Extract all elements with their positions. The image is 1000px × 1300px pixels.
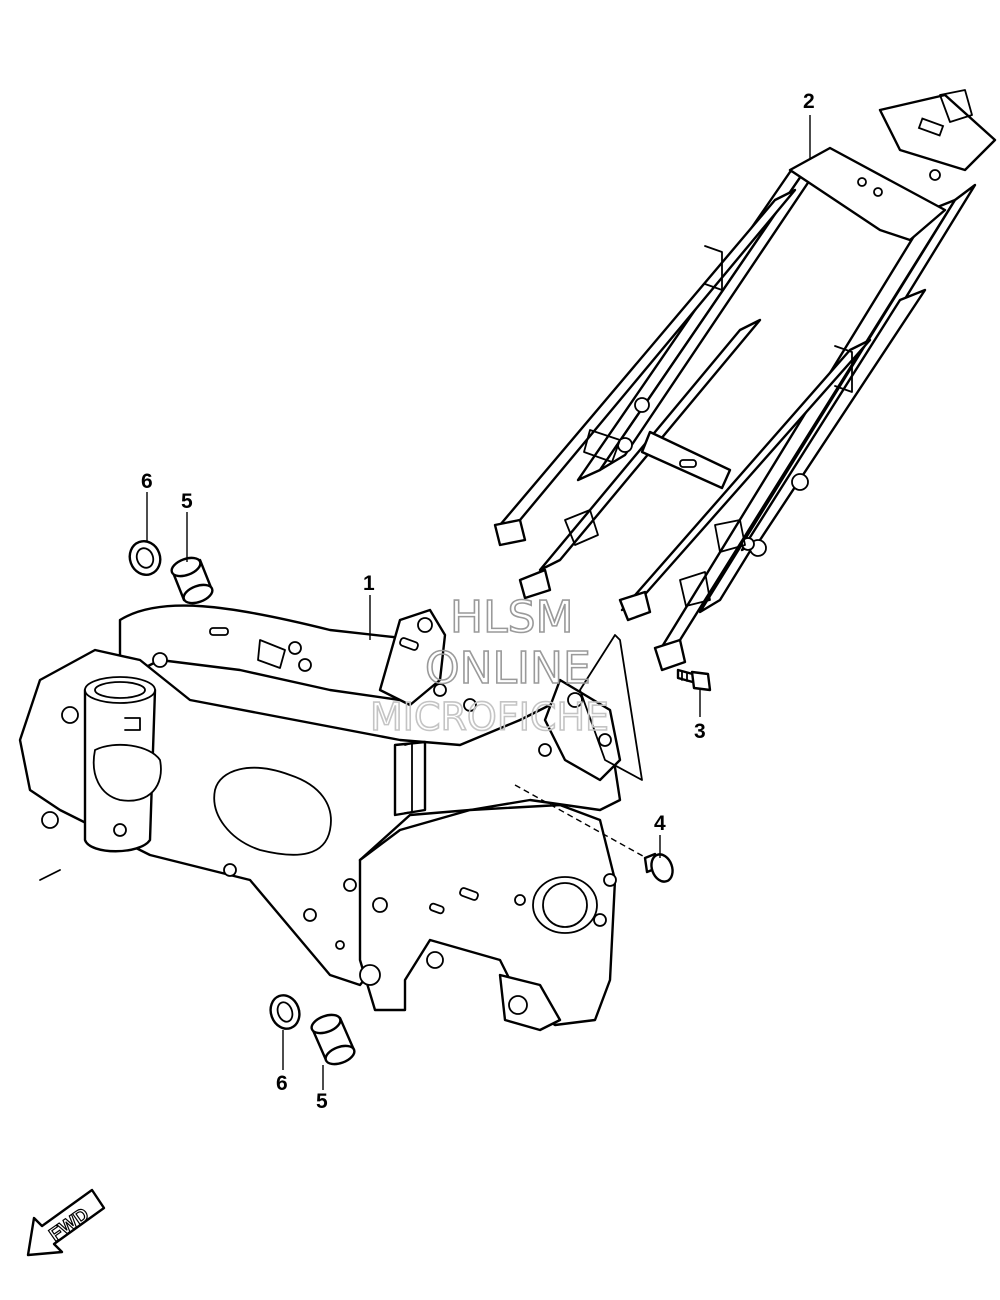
callout-3: 3	[694, 720, 706, 743]
callout-5-lower: 5	[316, 1090, 328, 1113]
bushing-lower[interactable]	[266, 991, 304, 1033]
assembly-reference-line	[579, 634, 643, 781]
watermark: HLSM ONLINE MICROFICHE	[369, 591, 610, 740]
spacer-upper[interactable]	[169, 554, 215, 606]
seat-rail-subframe[interactable]	[493, 89, 997, 672]
spacer-lower[interactable]	[309, 1011, 357, 1067]
callout-2: 2	[803, 90, 815, 113]
fwd-arrow-icon: FWD	[26, 1188, 106, 1257]
main-frame[interactable]	[18, 604, 622, 1032]
bolt[interactable]	[676, 668, 712, 692]
callout-6-upper: 6	[141, 470, 153, 493]
callout-1: 1	[363, 572, 375, 595]
watermark-line-1: HLSM	[450, 592, 574, 643]
cap[interactable]	[514, 784, 676, 885]
callout-4: 4	[654, 812, 666, 835]
callout-5-upper: 5	[181, 490, 193, 513]
watermark-line-3: MICROFICHE	[370, 695, 609, 739]
callout-6-lower: 6	[276, 1072, 288, 1095]
bushing-upper[interactable]	[125, 537, 165, 579]
watermark-line-2: ONLINE	[425, 643, 591, 694]
